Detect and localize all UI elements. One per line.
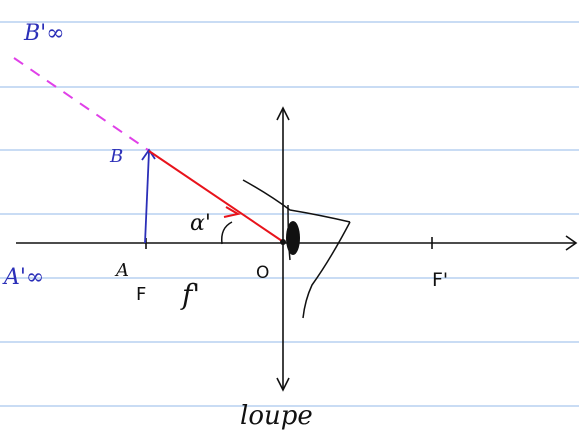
lens-top-arrow-icon [276,106,290,121]
virtual-ray-dashed [13,57,149,151]
angle-arc [220,221,233,245]
object-arrow-ab [141,148,156,244]
label-optical-center: O [256,263,269,283]
ray-arrowhead-icon [223,206,241,218]
ruled-lines [0,21,579,407]
object-arrowhead-icon [141,148,156,161]
label-lens-name: loupe [240,401,313,431]
lens-bottom-arrow-icon [276,377,290,392]
label-point-b: B [109,146,123,167]
ray-b-to-o [148,150,283,242]
label-a-infinity: A'∞ [2,265,44,290]
label-b-infinity: B'∞ [23,21,65,46]
lens [276,106,290,392]
label-point-a: A [114,260,129,281]
optical-axis-arrowhead-icon [565,235,578,251]
eye-icon [242,179,351,319]
eye-pupil [286,221,300,255]
label-focal-f-prime: F' [432,269,448,291]
point-o [280,239,286,245]
label-focal-length: f' [180,278,200,311]
label-angle-alpha: α' [190,211,211,236]
label-focal-f: F [136,284,146,305]
